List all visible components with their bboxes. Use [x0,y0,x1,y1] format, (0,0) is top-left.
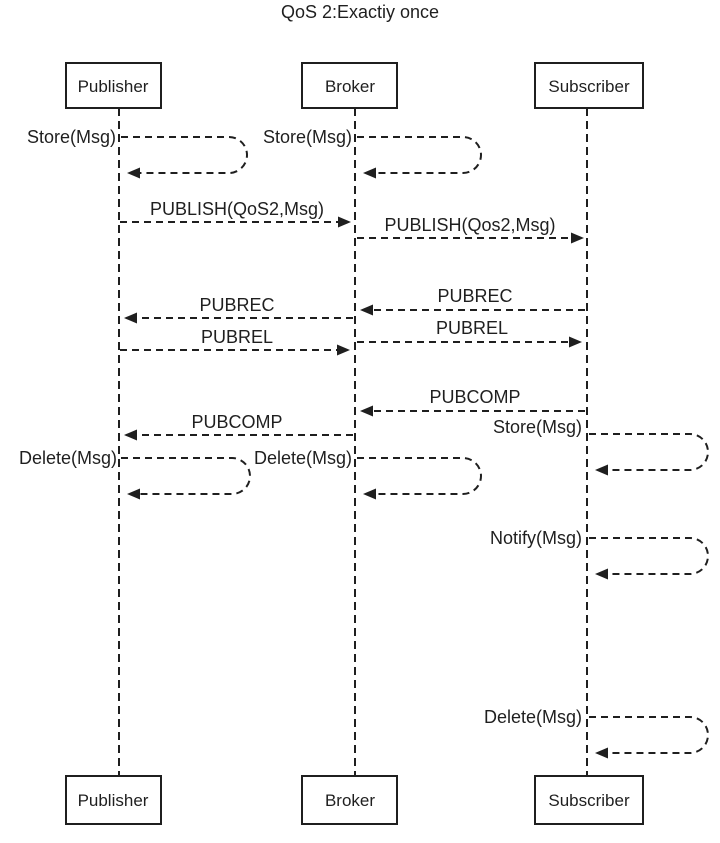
actor-subscriber-top-box [534,62,644,109]
actor-publisher-top-label: Publisher [78,77,149,96]
actor-publisher-top-box [65,62,162,109]
arrowhead [569,336,582,348]
arrowhead [360,304,373,316]
message-label: PUBREC [437,286,512,306]
actor-broker-bottom-box [301,775,398,825]
arrowhead [338,216,351,228]
message-label: PUBREL [436,318,508,338]
arrowhead [595,747,608,759]
message-label: PUBREC [199,295,274,315]
actor-broker: Broker Broker [301,62,398,825]
message-label: PUBREL [201,327,273,347]
arrowhead [337,344,350,356]
self-message-loop [357,457,482,495]
message-delete-publisher: Delete(Msg) [19,448,251,500]
message-label: PUBLISH(QoS2,Msg) [150,199,324,219]
message-label: Delete(Msg) [484,707,582,727]
arrowhead [124,312,137,324]
diagram-title: QoS 2:Exactiy once [281,2,439,22]
actor-publisher-bottom-label: Publisher [78,791,149,810]
message-notify-subscriber: Notify(Msg) [490,528,709,580]
actor-subscriber-bottom-box [534,775,644,825]
message-pubrec-subscriber-to-broker: PUBREC [360,286,585,316]
actor-subscriber: Subscriber Subscriber [534,62,644,825]
self-message-loop [357,136,482,174]
self-message-loop [121,457,251,495]
actor-subscriber-top-label: Subscriber [548,77,630,96]
message-label: PUBCOMP [191,412,282,432]
message-pubrel-publisher-to-broker: PUBREL [120,327,350,356]
message-label: PUBCOMP [429,387,520,407]
message-delete-subscriber: Delete(Msg) [484,707,709,759]
actor-publisher-bottom-box [65,775,162,825]
message-publish-publisher-to-broker: PUBLISH(QoS2,Msg) [120,199,351,228]
message-publish-broker-to-subscriber: PUBLISH(Qos2,Msg) [357,215,584,244]
message-label: PUBLISH(Qos2,Msg) [384,215,555,235]
arrowhead [360,405,373,417]
self-message-loop [589,716,709,754]
message-label: Delete(Msg) [19,448,117,468]
message-label: Delete(Msg) [254,448,352,468]
message-delete-broker: Delete(Msg) [254,448,482,500]
actor-subscriber-bottom-label: Subscriber [548,791,630,810]
arrowhead [363,488,376,500]
arrowhead [595,568,608,580]
message-label: Store(Msg) [493,417,582,437]
message-store-publisher: Store(Msg) [27,127,248,179]
message-label: Notify(Msg) [490,528,582,548]
message-store-subscriber: Store(Msg) [493,417,709,476]
message-pubrec-broker-to-publisher: PUBREC [124,295,353,324]
self-message-loop [589,537,709,575]
actor-publisher: Publisher Publisher [65,62,162,825]
self-message-loop [589,433,709,471]
actor-broker-top-box [301,62,398,109]
message-label: Store(Msg) [263,127,352,147]
arrowhead [363,167,376,179]
message-store-broker: Store(Msg) [263,127,482,179]
message-pubrel-broker-to-subscriber: PUBREL [357,318,582,348]
arrowhead [124,429,137,441]
arrowhead [127,488,140,500]
arrowhead [127,167,140,179]
actor-broker-bottom-label: Broker [325,791,375,810]
arrowhead [595,464,608,476]
message-pubcomp-subscriber-to-broker: PUBCOMP [360,387,585,417]
message-pubcomp-broker-to-publisher: PUBCOMP [124,412,353,441]
actor-broker-top-label: Broker [325,77,375,96]
message-label: Store(Msg) [27,127,116,147]
arrowhead [571,232,584,244]
self-message-loop [121,136,248,174]
